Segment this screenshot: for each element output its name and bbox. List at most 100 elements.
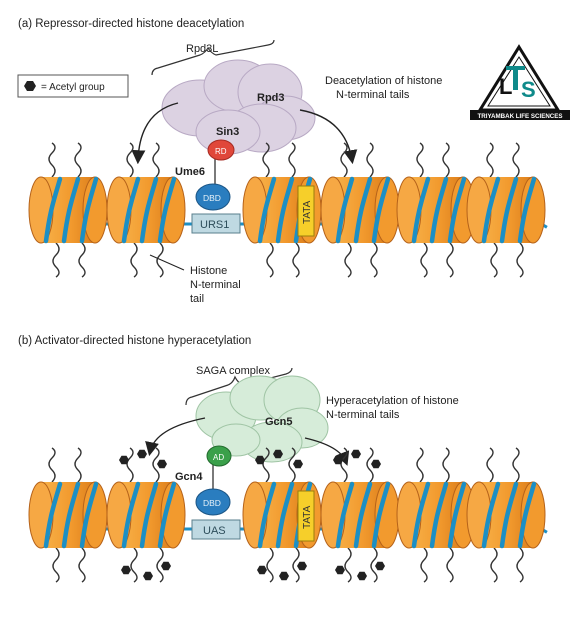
rpd3l-bracket: [151, 39, 275, 76]
histone-tail: [52, 547, 60, 583]
acetyl-hexagon-icon: [24, 81, 36, 91]
histone-tail: [512, 447, 520, 483]
saga-label: SAGA complex: [196, 365, 270, 377]
logo: L S TRIYAMBAK LIFE SCIENCES: [470, 44, 570, 120]
nucleosome: [28, 447, 108, 583]
acetyl-group-icon: [351, 449, 361, 459]
tata-box: [297, 490, 315, 542]
gcn4-label: Gcn4: [175, 471, 203, 483]
histone-tail: [366, 447, 374, 483]
acetyl-group-icon: [137, 449, 147, 459]
nucleosome: [396, 447, 476, 583]
acetyl-group-icon: [257, 565, 267, 575]
nucleosome: [396, 142, 476, 278]
histone-tail: [266, 242, 274, 278]
histone-tail: [156, 242, 164, 278]
histone-tail: [446, 242, 454, 278]
urs1-box: [191, 213, 241, 234]
acetyl-group-icon: [297, 561, 307, 571]
histone-tail: [486, 142, 494, 178]
urs1-label: URS1: [200, 219, 229, 231]
arrow-left-b: [145, 417, 206, 457]
saga-complex: [195, 375, 329, 463]
acetyl-group-icon: [279, 571, 289, 581]
panel-a-title: (a) Repressor-directed histone deacetyla…: [18, 18, 244, 30]
histone-tail: [420, 242, 428, 278]
histone-label-line1: Histone: [190, 265, 227, 277]
histone-label-line2: N-terminal: [190, 279, 241, 291]
histone-tail: [266, 547, 274, 583]
histone-tail: [152, 447, 160, 483]
dbd-domain-a: [195, 183, 231, 211]
histone-tail: [420, 547, 428, 583]
rpd3l-complex: [161, 59, 316, 155]
acetyl-group-icon: [335, 565, 345, 575]
histone-tail: [340, 447, 348, 483]
acetyl-group-icon: [357, 571, 367, 581]
tata-label: TATA: [302, 505, 313, 529]
histone-tail: [512, 142, 520, 178]
nucleosome: [466, 142, 546, 278]
nucleosome-tata: TATA: [242, 142, 322, 278]
histone-tail: [130, 547, 138, 583]
gcn5-label: Gcn5: [265, 416, 293, 428]
acetyl-group-icon: [333, 455, 343, 465]
histone-tail: [78, 242, 86, 278]
histone-tail: [288, 447, 296, 483]
histone-tail: [130, 242, 138, 278]
dbd-label-b: DBD: [203, 498, 221, 508]
dbd-domain-b: [195, 488, 231, 516]
nucleosome-row-a: TATA: [28, 142, 549, 278]
arrow-right-b: [304, 437, 350, 466]
histone-tail: [366, 142, 374, 178]
rd-label: RD: [215, 147, 227, 156]
histone-tail: [262, 447, 270, 483]
histone-tail: [442, 142, 450, 178]
acetyl-group-icon: [157, 459, 167, 469]
ume6-label: Ume6: [175, 166, 205, 178]
histone-tail: [126, 142, 134, 178]
deacetylation-text-line1: Deacetylation of histone: [325, 75, 442, 87]
logo-caption: TRIYAMBAK LIFE SCIENCES: [477, 113, 562, 120]
histone-tail: [340, 142, 348, 178]
dbd-label-a: DBD: [203, 193, 221, 203]
acetyl-group-icon: [293, 459, 303, 469]
uas-box: [191, 519, 241, 540]
logo-letter-l: L: [499, 74, 512, 99]
legend-label: = Acetyl group: [41, 82, 105, 93]
acetyl-group-icon: [273, 449, 283, 459]
panel-b-title: (b) Activator-directed histone hyperacet…: [18, 335, 251, 347]
histone-tail: [74, 142, 82, 178]
histone-tail: [516, 547, 524, 583]
histone-tail: [370, 242, 378, 278]
histone-tail: [490, 242, 498, 278]
rpd3l-label: Rpd3L: [186, 43, 218, 55]
histone-tail: [416, 447, 424, 483]
histone-tail: [490, 547, 498, 583]
histone-tail: [52, 242, 60, 278]
arrow-left-a: [131, 102, 179, 165]
nucleosome: [466, 447, 546, 583]
histone-tail: [344, 547, 352, 583]
saga-bracket: [185, 367, 293, 406]
histone-tail: [486, 447, 494, 483]
nucleosome: [106, 142, 186, 278]
histone-tail: [152, 142, 160, 178]
histone-tail: [292, 547, 300, 583]
acetyl-group-icon: [161, 561, 171, 571]
histone-tail: [74, 447, 82, 483]
histone-tail: [442, 447, 450, 483]
histone-pointer-line: [149, 254, 185, 271]
hyperacetylation-text-line1: Hyperacetylation of histone: [326, 395, 459, 407]
tata-label: TATA: [302, 200, 313, 224]
acetyl-group-icon: [119, 455, 129, 465]
histone-tail: [370, 547, 378, 583]
uas-label: UAS: [203, 525, 226, 537]
deacetylation-text-line2: N-terminal tails: [336, 89, 410, 101]
acetyl-group-icon: [375, 561, 385, 571]
acetyl-legend: = Acetyl group: [17, 74, 129, 98]
histone-tail: [126, 447, 134, 483]
rpd3-label: Rpd3: [257, 92, 285, 104]
arrow-right-a: [299, 109, 358, 165]
